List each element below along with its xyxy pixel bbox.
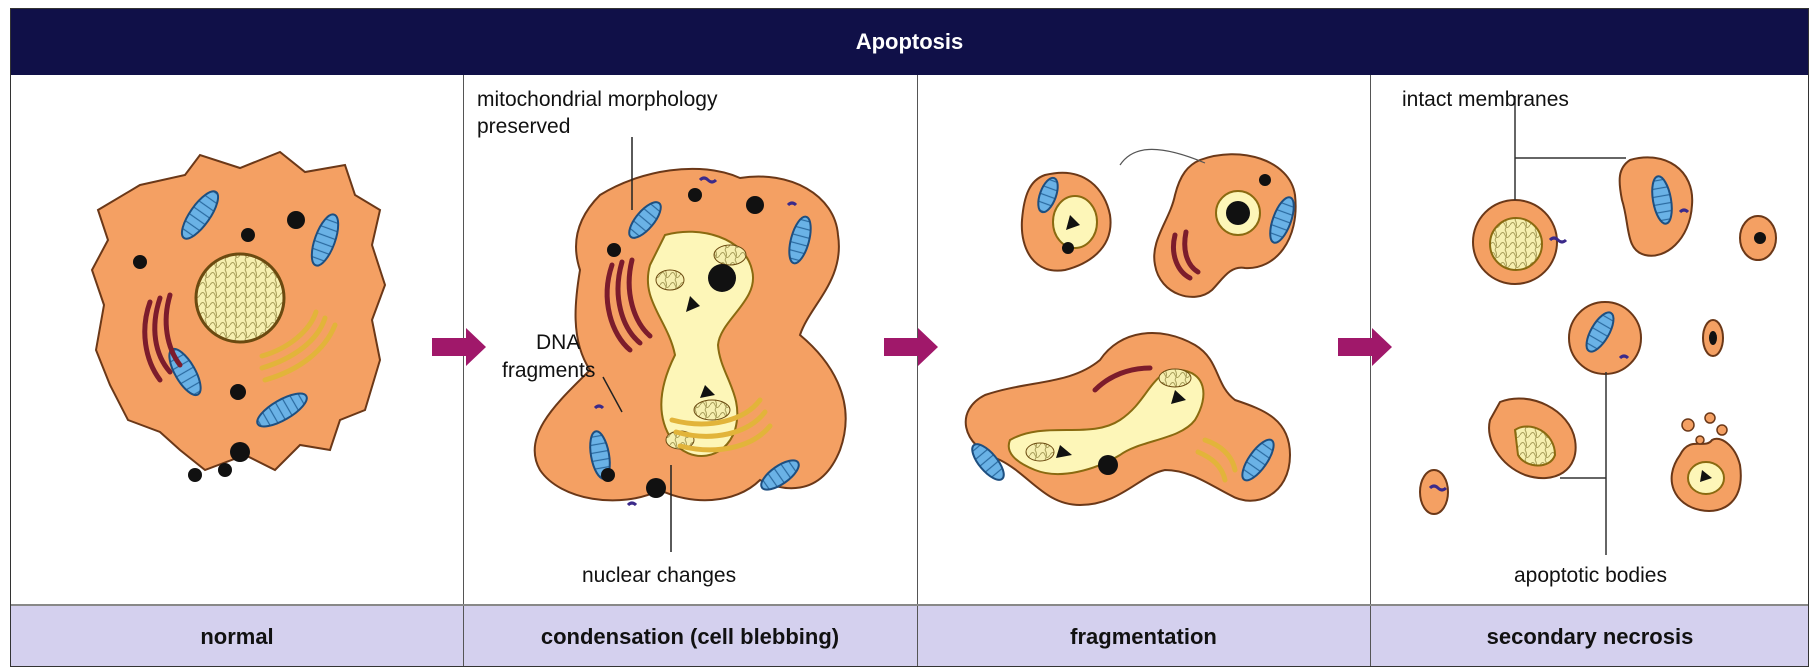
annotation-intact-membranes: intact membranes: [1402, 86, 1569, 113]
normal-cell: [92, 152, 385, 482]
annotation-nuclear-changes: nuclear changes: [582, 562, 736, 589]
apoptotic-bodies: [1420, 157, 1776, 514]
annotation-mitochondrial-line2: preserved: [477, 113, 570, 140]
annotation-dna-line2: fragments: [502, 357, 595, 384]
annotation-apoptotic-bodies: apoptotic bodies: [1514, 562, 1667, 589]
fragmenting-cells: [966, 149, 1299, 505]
blebbing-cell: [535, 169, 846, 505]
annotation-dna-line1: DNA: [536, 329, 580, 356]
annotation-mitochondrial-line1: mitochondrial morphology: [477, 86, 717, 113]
